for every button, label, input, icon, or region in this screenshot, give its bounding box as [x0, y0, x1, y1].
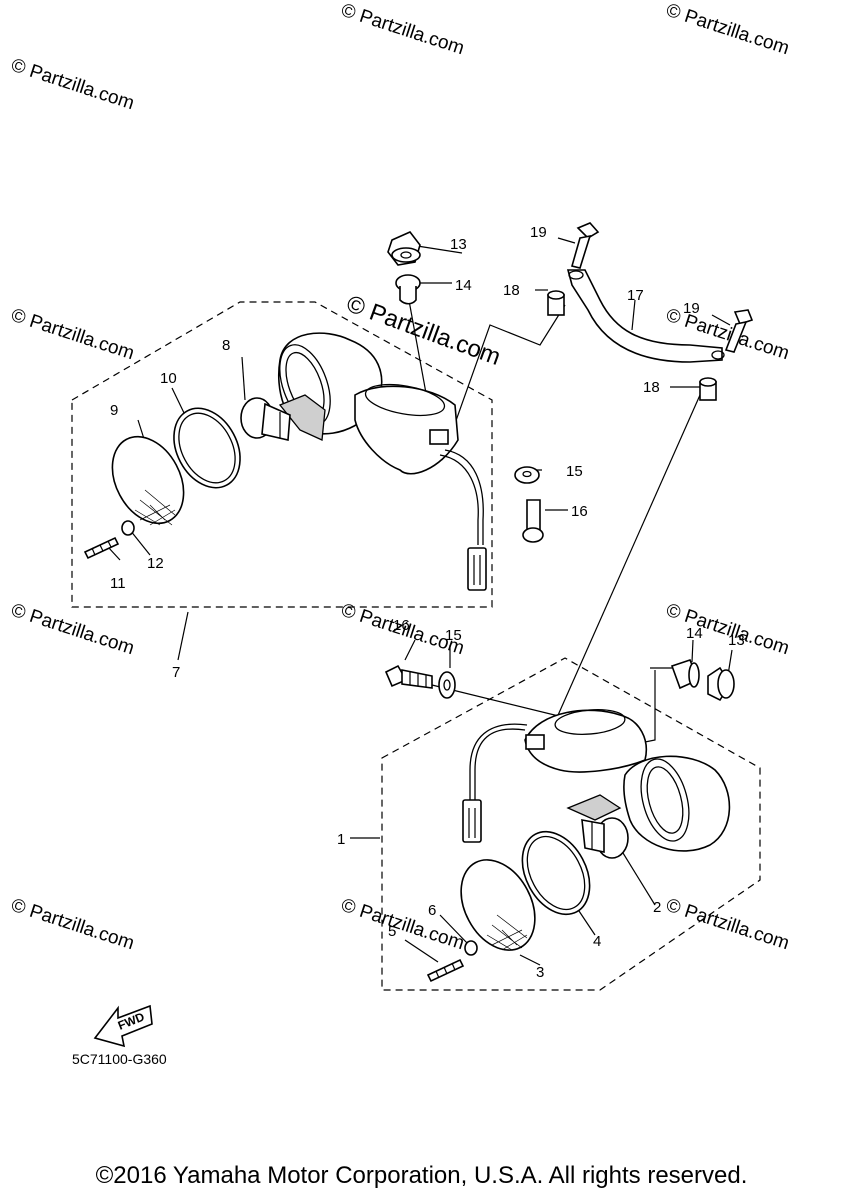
callout-13-lower: 13 [728, 632, 745, 649]
fwd-arrow-icon: FWD [93, 1004, 153, 1048]
grommet-14-upper [395, 274, 421, 305]
nut-13-lower [707, 666, 735, 702]
callout-1: 1 [337, 831, 345, 848]
connector-lower [462, 799, 482, 843]
bulb-lower [581, 817, 629, 859]
bolt-16-upper [522, 499, 544, 543]
reflector-lower [566, 794, 622, 821]
callout-15-upper: 15 [566, 463, 583, 480]
callout-15-lower: 15 [445, 627, 462, 644]
callout-18-lower: 18 [643, 379, 660, 396]
copyright-notice: ©2016 Yamaha Motor Corporation, U.S.A. A… [95, 1162, 748, 1189]
collar-15-upper [514, 466, 540, 484]
callout-8: 8 [222, 337, 230, 354]
watermark: © Partzilla.com [8, 895, 136, 955]
callout-numbers: 7 1 2 3 4 5 6 8 9 10 11 12 13 14 15 16 1… [110, 224, 745, 981]
callout-2: 2 [653, 899, 661, 916]
leader-lines [107, 237, 733, 966]
screw-lower [426, 958, 465, 983]
grommet-14-lower [670, 659, 700, 690]
assembly-boundary-lower [381, 657, 761, 991]
callout-17: 17 [627, 287, 644, 304]
callout-12: 12 [147, 555, 164, 572]
callout-16-lower: 16 [393, 617, 410, 634]
callout-14-lower: 14 [686, 625, 703, 642]
connector-upper [467, 547, 487, 591]
bulb-upper [240, 397, 291, 441]
bolt-16-lower [384, 664, 433, 689]
collar-15-lower [438, 671, 456, 699]
signal-housing-lower [623, 755, 731, 852]
callout-5: 5 [388, 923, 396, 940]
bracket-17 [566, 269, 725, 363]
lower-turn-signal-assembly [426, 709, 731, 983]
callout-10: 10 [160, 370, 177, 387]
reflector-upper [278, 394, 326, 441]
bolt-19-upper [571, 222, 600, 269]
part-code: 5C71100-G360 [72, 1051, 167, 1067]
watermark: © Partzilla.com [663, 895, 791, 955]
upper-turn-signal-assembly [83, 332, 487, 591]
watermark: © Partzilla.com [8, 55, 136, 115]
watermark: © Partzilla.com [8, 600, 136, 660]
callout-14-upper: 14 [455, 277, 472, 294]
washer-lower [464, 940, 478, 956]
screw-upper [83, 536, 120, 560]
callout-3: 3 [536, 964, 544, 981]
watermark: © Partzilla.com [663, 600, 791, 660]
callout-9: 9 [110, 402, 118, 419]
lens-lower [460, 859, 536, 951]
callout-18-upper: 18 [503, 282, 520, 299]
callout-13-upper: 13 [450, 236, 467, 253]
assembly-boundary-upper [71, 301, 493, 608]
spacer-18-upper [547, 290, 565, 316]
callout-19-upper: 19 [530, 224, 547, 241]
watermark: © Partzilla.com [8, 305, 136, 365]
washer-upper [121, 520, 135, 536]
callout-16-upper: 16 [571, 503, 588, 520]
callout-19-right: 19 [683, 300, 700, 317]
lens-upper [111, 435, 185, 526]
callout-11: 11 [110, 575, 126, 592]
watermark: © Partzilla.com [338, 0, 466, 59]
watermark: © Partzilla.com [338, 895, 466, 955]
callout-7: 7 [172, 664, 180, 681]
watermark: © Partzilla.com [663, 0, 791, 59]
bolt-19-right [724, 309, 754, 353]
callout-6: 6 [428, 902, 436, 919]
spacer-18-lower [699, 377, 717, 401]
nut-13-upper [387, 231, 421, 266]
callout-4: 4 [593, 933, 601, 950]
